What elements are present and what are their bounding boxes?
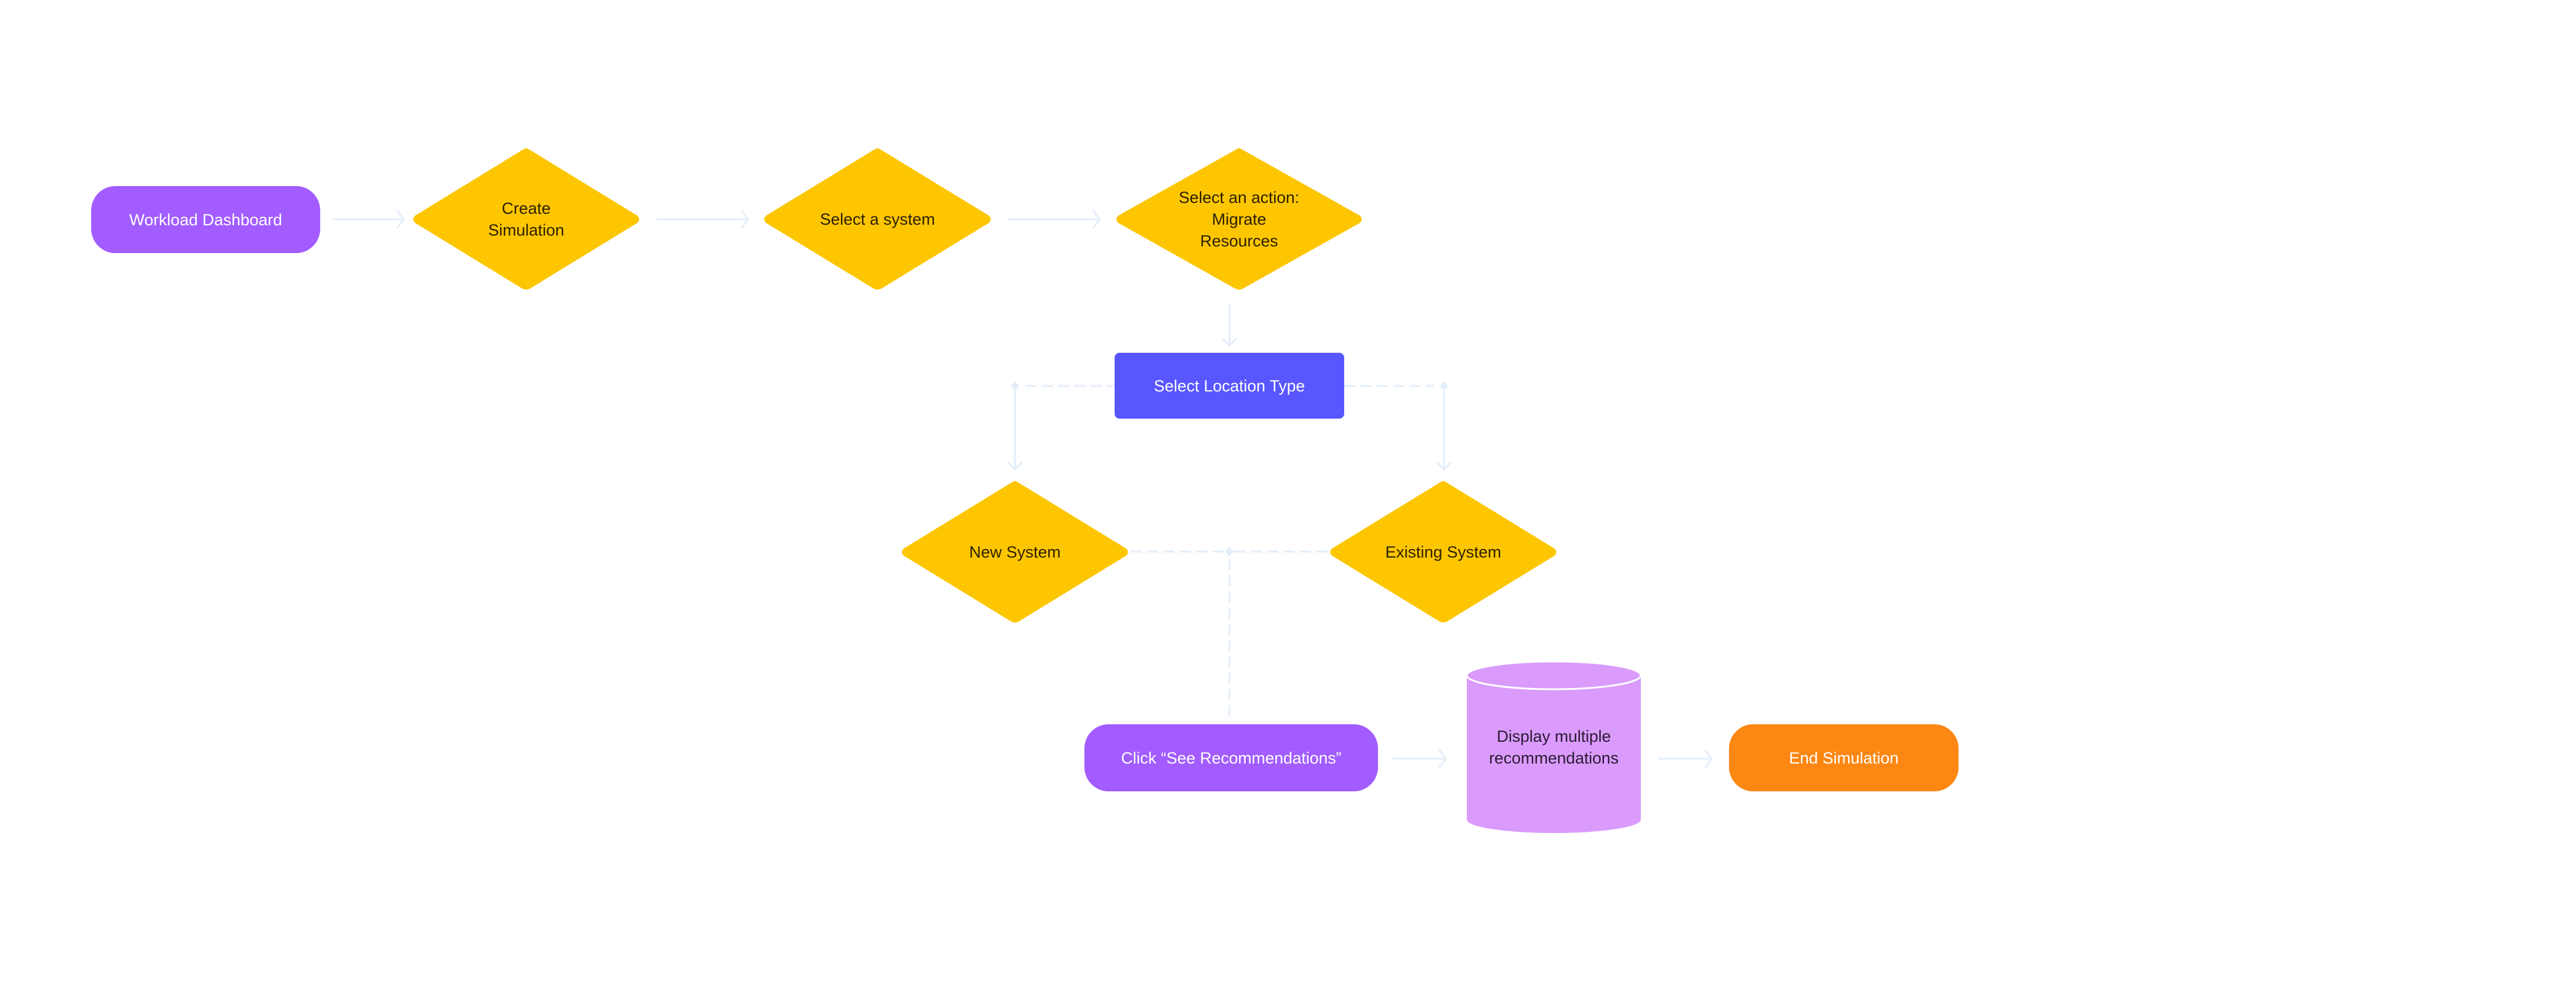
node-see-recommendations[interactable]: Click “See Recommendations” (1084, 724, 1378, 791)
diamond-shape (902, 481, 1128, 623)
connector-marker (1225, 547, 1234, 556)
node-label: Existing System (1385, 543, 1502, 561)
arrow-head-icon (1704, 749, 1713, 768)
node-existing-system[interactable]: Existing System (1328, 480, 1558, 625)
node-label: Select a system (820, 210, 935, 228)
node-label: Create Simulation (488, 199, 565, 239)
node-label: Workload Dashboard (129, 210, 283, 229)
diamond-shape (413, 148, 639, 290)
node-label: Select Location Type (1153, 376, 1306, 395)
diamond-shape (1116, 148, 1362, 290)
node-select-system[interactable]: Select a system (762, 147, 993, 292)
node-new-system[interactable]: New System (900, 480, 1130, 625)
arrow-head-icon (1438, 749, 1447, 768)
node-display-recommendations[interactable]: Display multiple recommendations (1467, 661, 1641, 834)
node-label: Display multiple recommendations (1489, 727, 1619, 767)
arrow-head-icon (1436, 462, 1452, 471)
connector-marker (1440, 381, 1448, 391)
connector-marker (1011, 381, 1019, 391)
node-label: Select an action: Migrate Resources (1179, 188, 1299, 250)
node-select-action[interactable]: Select an action: Migrate Resources (1115, 147, 1364, 292)
node-end-simulation[interactable]: End Simulation (1729, 724, 1959, 791)
diamond-shape (1330, 481, 1556, 623)
node-label: New System (969, 543, 1061, 561)
node-workload-dashboard[interactable]: Workload Dashboard (91, 186, 320, 253)
arrow-head-icon (1092, 210, 1101, 229)
node-label: Click “See Recommendations” (1121, 748, 1342, 767)
node-label: End Simulation (1789, 748, 1899, 767)
arrow-head-icon (1222, 338, 1237, 347)
arrow-head-icon (396, 210, 405, 229)
diamond-shape (764, 148, 991, 290)
node-select-location-type[interactable]: Select Location Type (1115, 353, 1344, 419)
arrow-head-icon (1007, 462, 1023, 471)
arrow-head-icon (741, 210, 749, 229)
cylinder-shape (1467, 661, 1641, 833)
node-create-simulation[interactable]: Create Simulation (411, 147, 641, 292)
